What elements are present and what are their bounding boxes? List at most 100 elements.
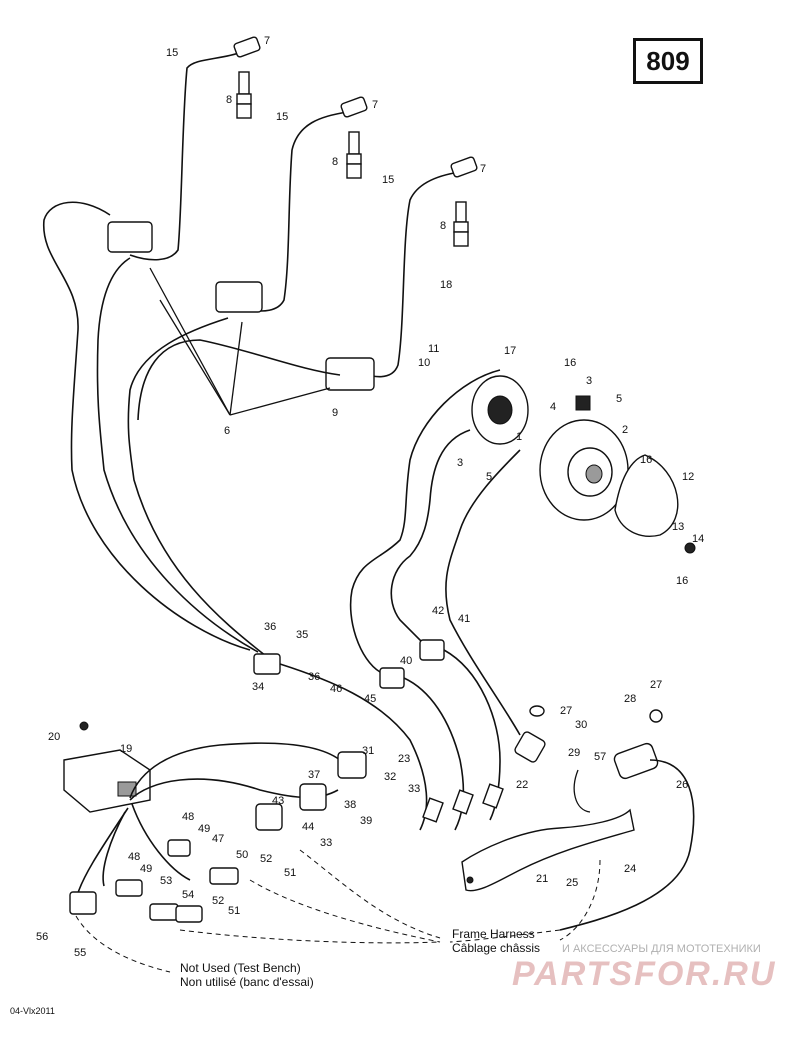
callout-48: 48: [128, 851, 140, 863]
callout-8: 8: [440, 220, 446, 232]
callout-5: 5: [486, 471, 492, 483]
callout-15: 15: [166, 47, 178, 59]
not-used-label-fr: Non utilisé (banc d'essai): [180, 975, 314, 989]
spark-plug-caps: [233, 36, 478, 178]
spark-plug-cables: [129, 51, 461, 378]
magneto-assembly: [349, 369, 696, 736]
footer-code: 04-Vlx2011: [10, 1006, 55, 1016]
right-components: [529, 705, 695, 931]
callout-7: 7: [372, 99, 378, 111]
callout-5: 5: [616, 393, 622, 405]
callout-52: 52: [260, 853, 272, 865]
callout-36: 36: [308, 671, 320, 683]
callout-43: 43: [272, 795, 284, 807]
callout-54: 54: [182, 889, 194, 901]
callout-27: 27: [560, 705, 572, 717]
frame-harness-label: Frame Harness: [452, 927, 535, 941]
callout-36: 36: [264, 621, 276, 633]
callout-7: 7: [264, 35, 270, 47]
spark-plugs: [236, 71, 469, 247]
callout-8: 8: [226, 94, 232, 106]
page-number: 809: [646, 45, 690, 76]
callout-13: 13: [672, 521, 684, 533]
callout-21: 21: [536, 873, 548, 885]
callout-17: 17: [504, 345, 516, 357]
callout-22: 22: [516, 779, 528, 791]
annotations: Frame Harness Câblage châssis Not Used (…: [10, 927, 540, 1016]
callout-32: 32: [384, 771, 396, 783]
bracket: [422, 783, 635, 892]
callout-38: 38: [344, 799, 356, 811]
ignition-coils: [107, 221, 375, 416]
frame-harness-label-fr: Câblage châssis: [452, 941, 540, 955]
callout-11: 11: [428, 343, 439, 355]
callout-50: 50: [236, 849, 248, 861]
callout-16: 16: [564, 357, 576, 369]
callout-46: 46: [330, 683, 342, 695]
callout-16: 16: [640, 454, 652, 466]
callout-44: 44: [302, 821, 314, 833]
callout-28: 28: [624, 693, 636, 705]
callout-26: 26: [676, 779, 688, 791]
callout-29: 29: [568, 747, 580, 759]
callout-30: 30: [575, 719, 587, 731]
watermark-logo: PARTSFOR.RU: [512, 955, 776, 993]
callout-49: 49: [198, 823, 210, 835]
page-number-box: 809: [633, 38, 703, 84]
callout-51: 51: [228, 905, 240, 917]
callout-47: 47: [212, 833, 224, 845]
callout-20: 20: [48, 731, 60, 743]
callout-23: 23: [398, 753, 410, 765]
watermark: И АКСЕССУАРЫ ДЛЯ МОТОТЕХНИКИ PARTSFOR.RU: [512, 943, 776, 993]
callout-41: 41: [458, 613, 470, 625]
callout-33: 33: [320, 837, 332, 849]
callout-6: 6: [224, 425, 230, 437]
callout-45: 45: [364, 693, 376, 705]
ecm-module: [63, 721, 151, 813]
callout-14: 14: [692, 533, 704, 545]
callout-31: 31: [362, 745, 374, 757]
coil-harness: [43, 201, 341, 657]
callout-48: 48: [182, 811, 194, 823]
callout-15: 15: [382, 174, 394, 186]
callout-16: 16: [676, 575, 688, 587]
callout-2: 2: [622, 424, 628, 436]
callout-1: 1: [516, 431, 522, 443]
callout-7: 7: [480, 163, 486, 175]
callout-3: 3: [457, 457, 463, 469]
callout-35: 35: [296, 629, 308, 641]
callout-12: 12: [682, 471, 694, 483]
callout-53: 53: [160, 875, 172, 887]
harness-connectors: [253, 639, 546, 831]
callout-labels: 15 7 8 15 7 8 15 7 8 18 11 10 17 16 3 4 …: [36, 35, 704, 959]
callout-27: 27: [650, 679, 662, 691]
callout-19: 19: [120, 743, 132, 755]
dashed-leaders: [75, 849, 601, 973]
callout-33: 33: [408, 783, 420, 795]
watermark-text: И АКСЕССУАРЫ ДЛЯ МОТОТЕХНИКИ: [562, 943, 761, 955]
callout-51: 51: [284, 867, 296, 879]
callout-15: 15: [276, 111, 288, 123]
callout-40: 40: [400, 655, 412, 667]
callout-8: 8: [332, 156, 338, 168]
callout-24: 24: [624, 863, 636, 875]
not-used-label: Not Used (Test Bench): [180, 961, 301, 975]
callout-18: 18: [440, 279, 452, 291]
callout-10: 10: [418, 357, 430, 369]
callout-55: 55: [74, 947, 86, 959]
callout-37: 37: [308, 769, 320, 781]
callout-57: 57: [594, 751, 606, 763]
frame-harness: [69, 742, 367, 923]
callout-52: 52: [212, 895, 224, 907]
callout-3: 3: [586, 375, 592, 387]
callout-42: 42: [432, 605, 444, 617]
callout-39: 39: [360, 815, 372, 827]
callout-49: 49: [140, 863, 152, 875]
callout-25: 25: [566, 877, 578, 889]
callout-56: 56: [36, 931, 48, 943]
callout-9: 9: [332, 407, 338, 419]
callout-34: 34: [252, 681, 264, 693]
callout-4: 4: [550, 401, 556, 413]
